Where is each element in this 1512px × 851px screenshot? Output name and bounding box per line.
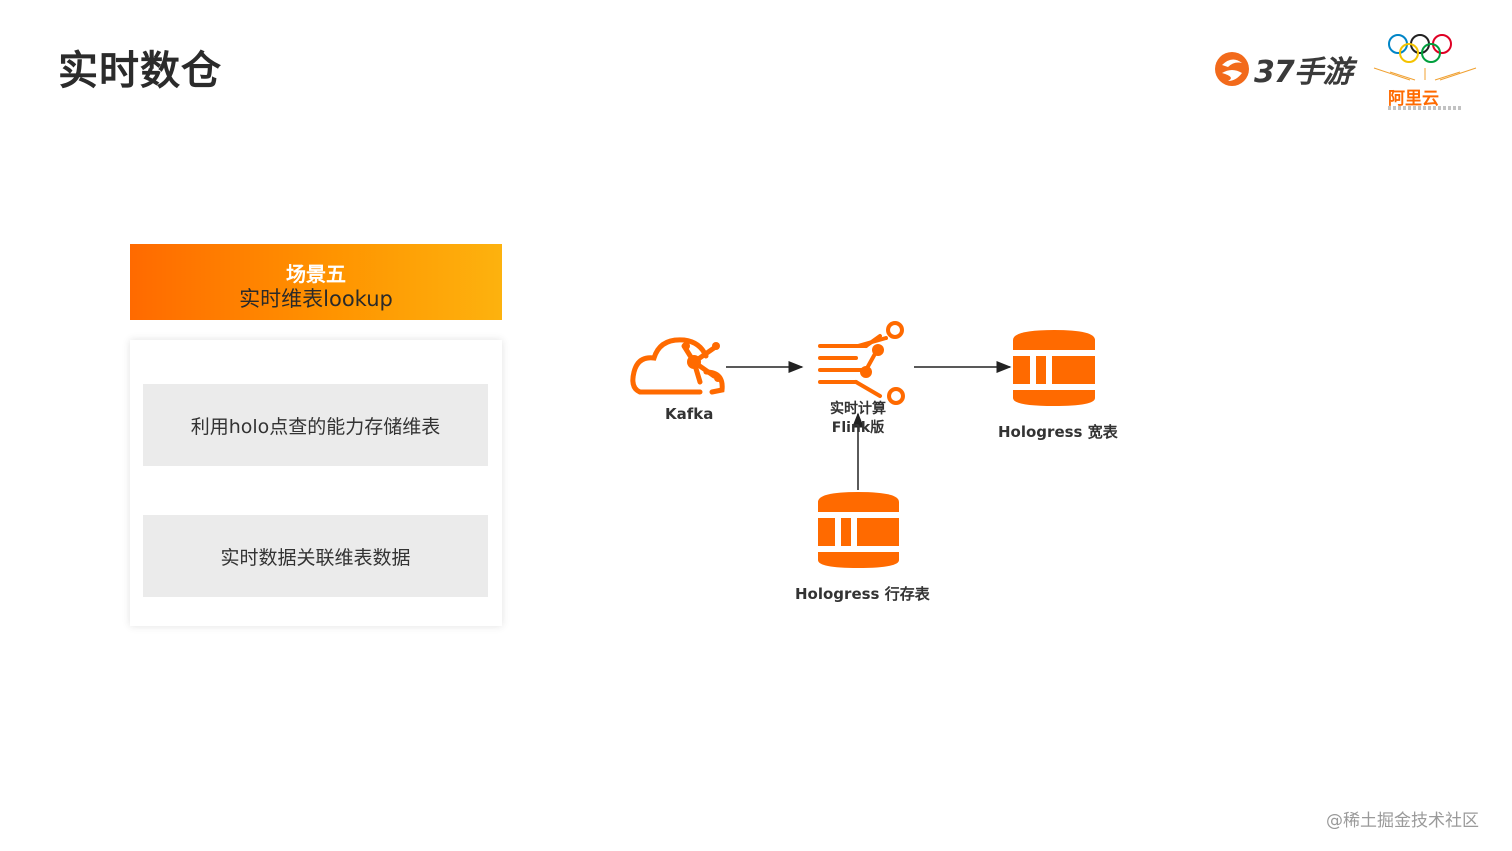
node-label-flink-line1: 实时计算 [830,401,886,417]
kafka-cloud-icon [630,337,725,395]
brand-logo-text: 37手游 [1254,55,1353,90]
database-icon [818,492,899,568]
partner-logo-text: 阿里云 [1388,89,1439,109]
node-label-row-table: Hologress 行存表 [795,585,930,603]
feature-item: 实时数据关联维表数据 [143,515,488,597]
brand-swirl-icon [1215,52,1249,86]
database-icon [1013,330,1095,406]
scene-subheading: 实时维表lookup [239,287,393,311]
partner-logo: 阿里云 [1370,28,1480,118]
watermark: @稀土掘金技术社区 [1326,811,1479,831]
brand-logo: 37手游 [1214,48,1353,90]
scene-header: 场景五 实时维表lookup [130,244,502,320]
flink-compute-icon [818,321,905,405]
node-label-flink-line2: Flink版 [831,420,885,436]
page-title: 实时数仓 [58,48,222,94]
feature-item: 利用holo点查的能力存储维表 [143,384,488,466]
olympic-rings-icon [1373,34,1477,81]
node-label-wide-table: Hologress 宽表 [998,423,1118,441]
scene-heading: 场景五 [286,262,346,286]
scene-body: 利用holo点查的能力存储维表 实时数据关联维表数据 [130,340,502,626]
partner-logo-tagline [1388,106,1462,110]
node-label-kafka: Kafka [665,405,714,423]
